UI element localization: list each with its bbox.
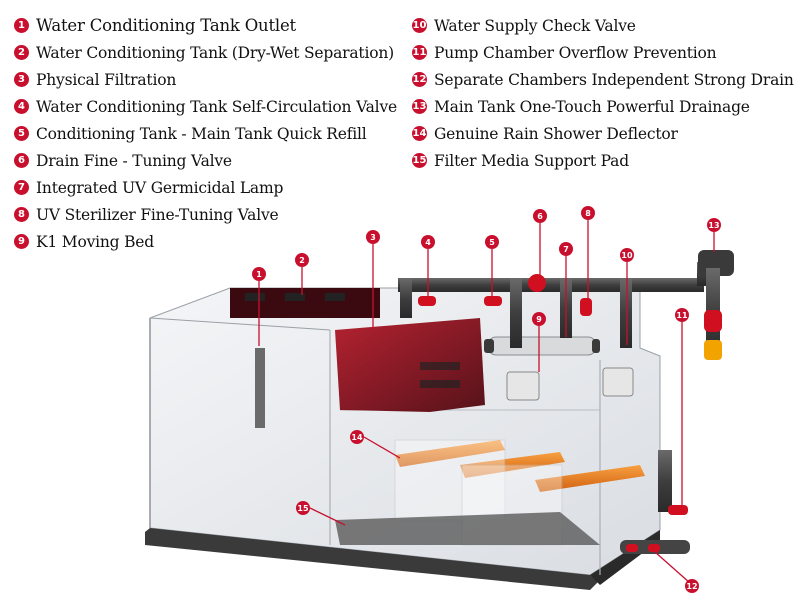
callout-2-number: 2 [299,256,305,265]
legend-item-14: 14 Genuine Rain Shower Deflector [412,120,794,147]
legend-item-9: 9 K1 Moving Bed [14,228,397,255]
callout-2: 2 [295,253,309,267]
legend-label-6: Drain Fine - Tuning Valve [36,151,232,170]
legend-label-1: Water Conditioning Tank Outlet [36,16,296,35]
number-badge-5: 5 [14,126,29,141]
legend-label-8: UV Sterilizer Fine-Tuning Valve [36,205,279,224]
number-badge-11: 11 [412,45,427,60]
legend-label-13: Main Tank One-Touch Powerful Drainage [434,97,750,116]
number-badge-1: 1 [14,18,29,33]
callout-7-number: 7 [563,245,569,254]
callout-1-number: 1 [256,270,262,279]
k1-moving-bed [506,367,634,401]
legend-label-10: Water Supply Check Valve [434,16,636,35]
legend-right: 10 Water Supply Check Valve 11 Pump Chambe… [412,12,794,174]
legend-item-3: 3 Physical Filtration [14,66,397,93]
number-badge-3: 3 [14,72,29,87]
number-badge-2: 2 [14,45,29,60]
number-badge-13: 13 [412,99,427,114]
callout-15-number: 15 [297,504,309,513]
legend-item-11: 11 Pump Chamber Overflow Prevention [412,39,794,66]
legend-label-15: Filter Media Support Pad [434,151,629,170]
number-badge-8: 8 [14,207,29,222]
legend-label-4: Water Conditioning Tank Self-Circulation… [36,97,397,116]
callout-4-number: 4 [425,238,431,247]
number-badge-10: 10 [412,18,427,33]
number-badge-14: 14 [412,126,427,141]
legend-label-3: Physical Filtration [36,70,177,89]
callout-1: 1 [252,267,266,281]
legend-label-14: Genuine Rain Shower Deflector [434,124,678,143]
legend-item-6: 6 Drain Fine - Tuning Valve [14,147,397,174]
callout-7: 7 [559,242,573,256]
legend-item-10: 10 Water Supply Check Valve [412,12,794,39]
legend-item-5: 5 Conditioning Tank - Main Tank Quick Ref… [14,120,397,147]
callout-11-number: 11 [676,311,688,320]
number-badge-15: 15 [412,153,427,168]
legend-item-13: 13 Main Tank One-Touch Powerful Drainage [412,93,794,120]
callout-lines [258,220,715,584]
callout-3: 3 [366,230,380,244]
callout-13: 13 [707,218,721,232]
number-badge-9: 9 [14,234,29,249]
legend-item-8: 8 UV Sterilizer Fine-Tuning Valve [14,201,397,228]
legend-label-7: Integrated UV Germicidal Lamp [36,178,284,197]
callout-10: 10 [620,248,634,262]
legend-label-12: Separate Chambers Independent Strong Dra… [434,70,794,89]
number-badge-6: 6 [14,153,29,168]
number-badge-4: 4 [14,99,29,114]
callout-6: 6 [533,209,547,223]
callout-5: 5 [485,235,499,249]
callout-4: 4 [421,235,435,249]
callout-11: 11 [675,308,689,322]
legend-item-15: 15 Filter Media Support Pad [412,147,794,174]
callout-9: 9 [532,312,546,326]
conditioning-tank-dry-wet [230,288,380,318]
red-valves [418,274,722,552]
callout-10-number: 10 [621,251,633,260]
legend-label-2: Water Conditioning Tank (Dry-Wet Separat… [36,43,394,62]
legend-label-11: Pump Chamber Overflow Prevention [434,43,717,62]
legend-item-1: 1 Water Conditioning Tank Outlet [14,12,397,39]
legend-label-5: Conditioning Tank - Main Tank Quick Refi… [36,124,367,143]
callout-14-number: 14 [351,433,363,442]
callout-12-number: 12 [686,582,697,591]
callout-15: 15 [296,501,310,515]
number-badge-7: 7 [14,180,29,195]
callout-6-number: 6 [537,212,543,221]
legend-item-12: 12 Separate Chambers Independent Strong D… [412,66,794,93]
callout-3-number: 3 [370,233,376,242]
physical-filtration-box [335,318,485,412]
callout-13-number: 13 [708,221,719,230]
legend-label-9: K1 Moving Bed [36,232,155,251]
legend-item-7: 7 Integrated UV Germicidal Lamp [14,174,397,201]
callout-8: 8 [581,206,595,220]
callout-8-number: 8 [585,209,591,218]
callout-14: 14 [350,430,364,444]
number-badge-12: 12 [412,72,427,87]
uv-lamp [484,336,600,356]
filter-media-support-pad [335,512,600,545]
legend-item-2: 2 Water Conditioning Tank (Dry-Wet Separa… [14,39,397,66]
callout-9-number: 9 [536,315,542,324]
callout-5-number: 5 [489,238,495,247]
legend-item-4: 4 Water Conditioning Tank Self-Circulatio… [14,93,397,120]
callout-12: 12 [685,579,699,593]
